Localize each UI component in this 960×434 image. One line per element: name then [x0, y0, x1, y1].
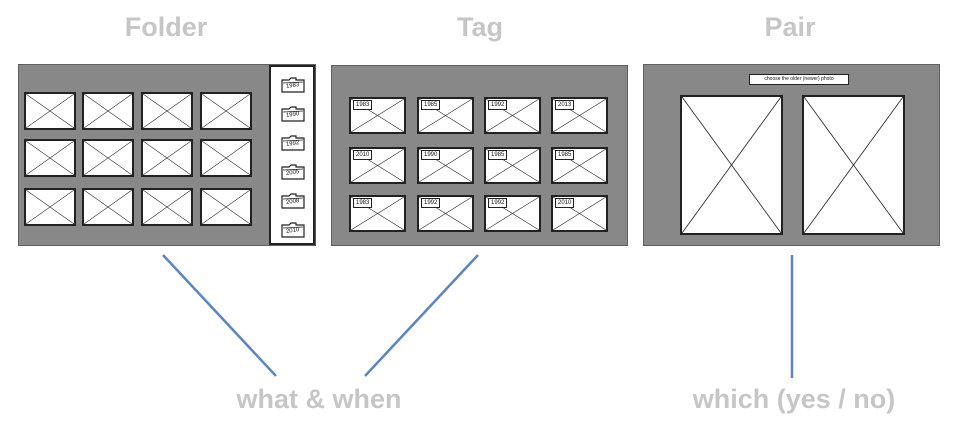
folder-photo-thumbnail[interactable]: [141, 92, 193, 130]
tag-label: 2010: [353, 150, 373, 160]
pair-title: Pair: [764, 12, 816, 42]
folder-icon: [281, 193, 305, 209]
folder-item[interactable]: 1983: [281, 77, 305, 93]
pair-photo-left[interactable]: [680, 95, 783, 235]
what-when-label: what & when: [236, 384, 402, 414]
folder-item[interactable]: 2008: [281, 193, 305, 209]
folder-panel: 1983 1990 1992 2005 2008 2010: [18, 64, 316, 246]
tag-photo-thumbnail[interactable]: 1992: [417, 195, 474, 232]
folder-photo-thumbnail[interactable]: [82, 139, 134, 177]
folder-list: 1983 1990 1992 2005 2008 2010: [269, 65, 315, 245]
folder-icon: [281, 135, 305, 151]
folder-photo-thumbnail[interactable]: [24, 139, 76, 177]
folder-photo-thumbnail[interactable]: [200, 92, 252, 130]
folder-photo-thumbnail[interactable]: [200, 139, 252, 177]
tag-photo-thumbnail[interactable]: 1985: [417, 97, 474, 134]
folder-title: Folder: [124, 12, 208, 42]
tag-photo-thumbnail[interactable]: 2010: [349, 147, 406, 184]
tag-photo-thumbnail[interactable]: 1983: [349, 97, 406, 134]
folder-icon: [281, 77, 305, 93]
tag-photo-thumbnail[interactable]: 2010: [551, 195, 608, 232]
which-yes-no-label: which (yes / no): [692, 384, 896, 414]
folder-photo-thumbnail[interactable]: [24, 92, 76, 130]
tag-label: 1985: [488, 150, 508, 160]
tag-panel: 1983 1985 1992 2013 2010 1990 1985 1985 1983 1992…: [331, 65, 628, 246]
folder-photo-thumbnail[interactable]: [141, 139, 193, 177]
tag-label: 2013: [555, 100, 575, 110]
folder-item[interactable]: 2010: [281, 222, 305, 238]
pair-photo-right[interactable]: [802, 95, 905, 235]
tag-photo-thumbnail[interactable]: 2013: [551, 97, 608, 134]
tag-photo-thumbnail[interactable]: 1985: [484, 147, 541, 184]
folder-connector: [162, 254, 277, 377]
tag-connector: [364, 254, 479, 377]
tag-label: 1990: [421, 150, 441, 160]
folder-photo-thumbnail[interactable]: [24, 188, 76, 226]
tag-label: 1992: [488, 198, 508, 208]
tag-label: 1983: [353, 198, 373, 208]
folder-icon: [281, 164, 305, 180]
folder-photo-thumbnail[interactable]: [82, 92, 134, 130]
tag-photo-thumbnail[interactable]: 1985: [551, 147, 608, 184]
folder-item[interactable]: 1990: [281, 106, 305, 122]
folder-item[interactable]: 2005: [281, 164, 305, 180]
folder-item[interactable]: 1992: [281, 135, 305, 151]
pair-panel: choose the older (newer) photo: [643, 64, 940, 246]
tag-photo-thumbnail[interactable]: 1992: [484, 195, 541, 232]
tag-label: 1983: [353, 100, 373, 110]
tag-photo-thumbnail[interactable]: 1990: [417, 147, 474, 184]
folder-icon: [281, 106, 305, 122]
tag-label: 1992: [488, 100, 508, 110]
folder-icon: [281, 222, 305, 238]
folder-photo-thumbnail[interactable]: [82, 188, 134, 226]
pair-prompt: choose the older (newer) photo: [749, 74, 849, 85]
folder-photo-thumbnail[interactable]: [200, 188, 252, 226]
tag-photo-thumbnail[interactable]: 1983: [349, 195, 406, 232]
tag-label: 1992: [421, 198, 441, 208]
folder-photo-thumbnail[interactable]: [141, 188, 193, 226]
tag-photo-thumbnail[interactable]: 1992: [484, 97, 541, 134]
tag-label: 1985: [421, 100, 441, 110]
tag-label: 1985: [555, 150, 575, 160]
tag-label: 2010: [555, 198, 575, 208]
tag-title: Tag: [457, 12, 503, 42]
